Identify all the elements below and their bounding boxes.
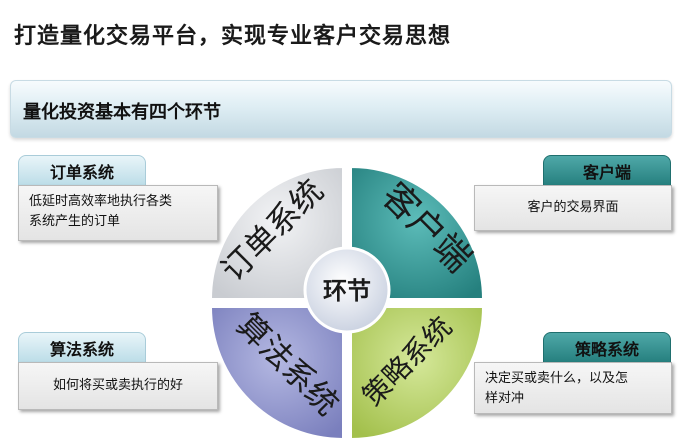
banner-text: 量化投资基本有四个环节 — [23, 102, 221, 123]
order-system-desc-box: 低延时高效率地执行各类 系统产生的订单 — [18, 185, 218, 241]
algo-system-desc-box: 如何将买或卖执行的好 — [18, 362, 218, 410]
sector-algo-system — [209, 306, 344, 441]
hub-circle — [303, 246, 391, 334]
strategy-system-desc-line2: 样对冲 — [485, 391, 525, 406]
strategy-system-desc-box: 决定买或卖什么，以及怎 样对冲 — [474, 362, 672, 414]
section-banner: 量化投资基本有四个环节 — [10, 80, 672, 138]
algo-system-tag: 算法系统 — [18, 332, 146, 362]
strategy-system-tag: 策略系统 — [543, 332, 671, 362]
client-desc: 客户的交易界面 — [527, 200, 619, 215]
sector-order-system — [209, 165, 344, 300]
strategy-system-desc-line1: 决定买或卖什么，以及怎 — [485, 371, 629, 386]
order-system-desc-line1: 低延时高效率地执行各类 — [29, 194, 173, 209]
page-title: 打造量化交易平台，实现专业客户交易思想 — [14, 24, 452, 49]
algo-system-desc: 如何将买或卖执行的好 — [52, 378, 183, 393]
client-desc-box: 客户的交易界面 — [474, 185, 672, 231]
order-system-desc-line2: 系统产生的订单 — [29, 214, 121, 229]
client-tag: 客户端 — [543, 155, 671, 185]
hub-label: 环节 — [323, 277, 371, 305]
order-system-tag: 订单系统 — [18, 155, 146, 185]
sector-strategy-system — [350, 306, 485, 441]
sector-client — [350, 165, 485, 300]
